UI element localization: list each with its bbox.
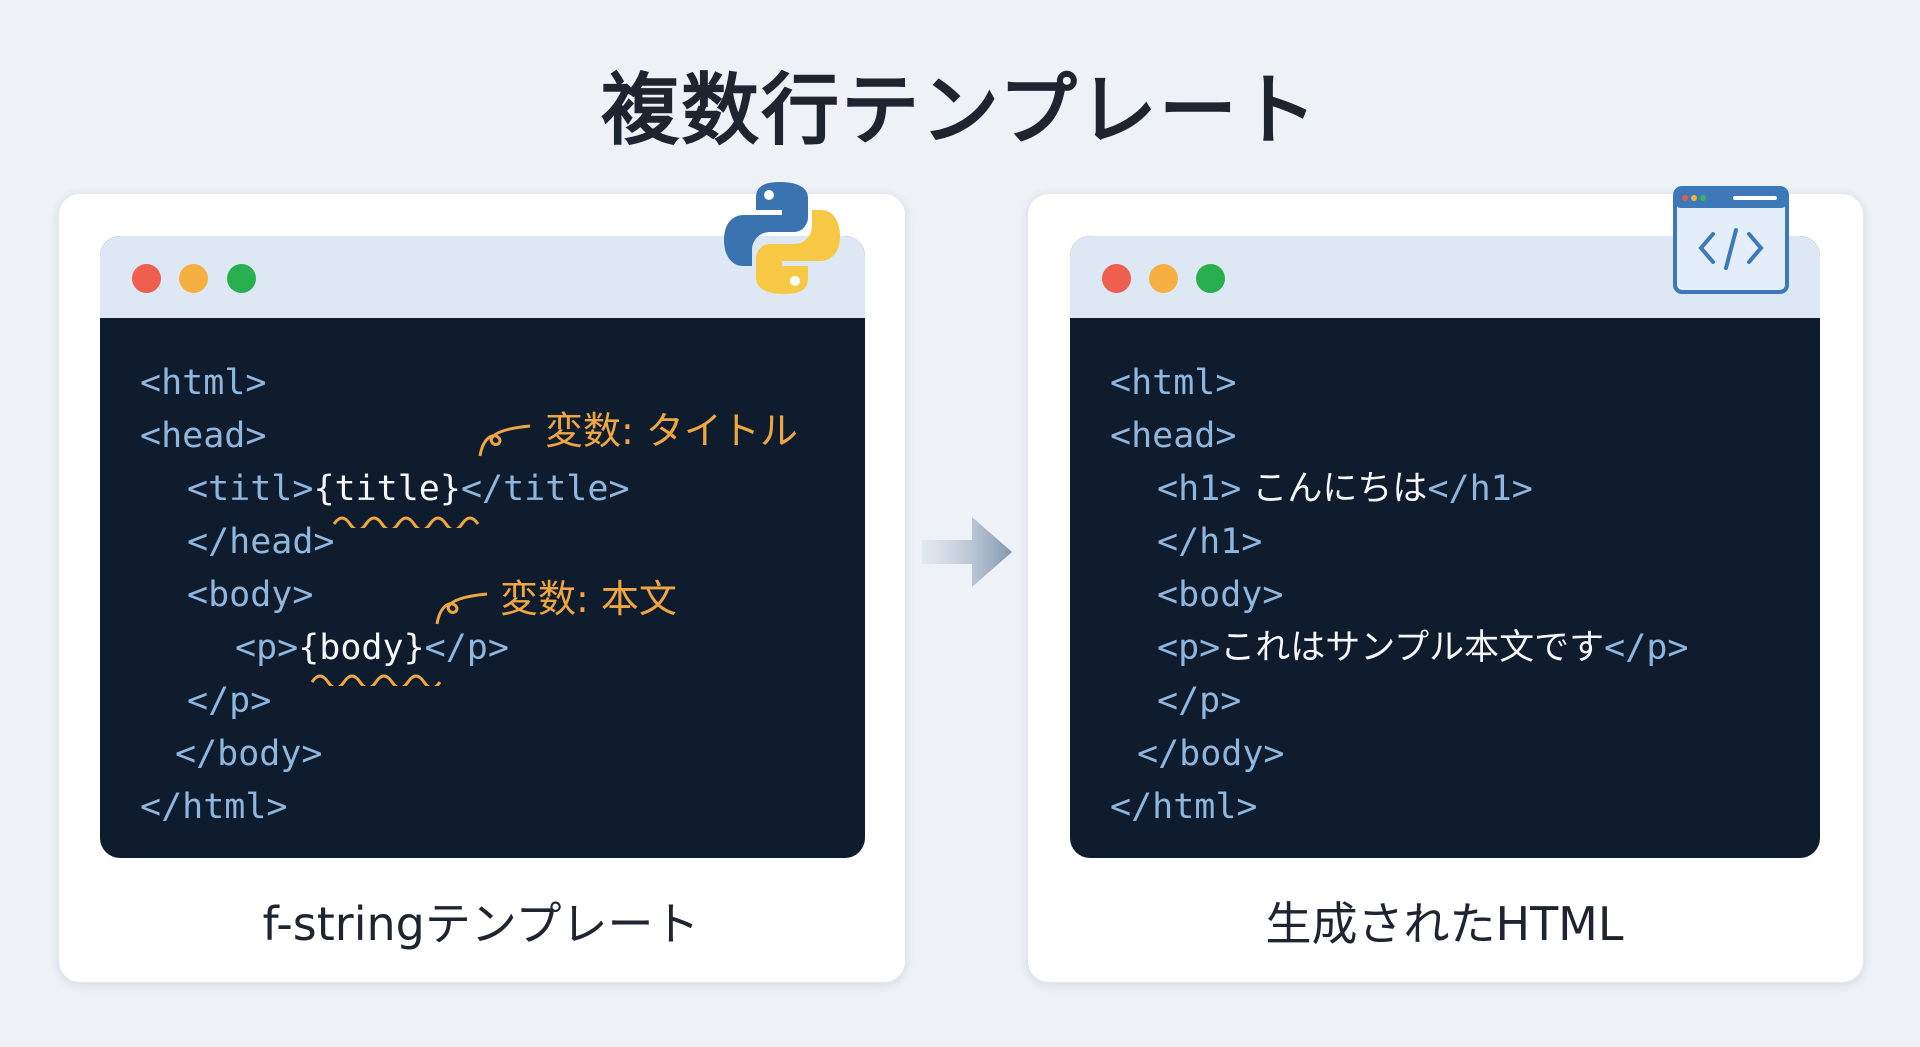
code-line: <head>: [1110, 414, 1236, 458]
code-tag1: <head>: [1110, 416, 1237, 456]
code-line: </body>: [175, 732, 323, 776]
code-tag1: </p>: [1157, 681, 1242, 721]
code-tag1: <body>: [187, 575, 314, 615]
code-line: </html>: [140, 785, 288, 829]
code-line: </head>: [187, 520, 335, 564]
code-text: こんにちは: [1241, 469, 1428, 509]
code-tag1: <html>: [1110, 363, 1237, 403]
code-tag2: </h1>: [1427, 469, 1533, 509]
code-tag1: <titl>: [187, 469, 314, 509]
annotation-body-variable: 変数: 本文: [500, 577, 677, 621]
code-tag2: </p>: [1604, 628, 1689, 668]
code-text: これはサンプル本文です: [1220, 628, 1605, 668]
curl-arrow-icon: [435, 592, 488, 625]
code-tag1: </html>: [140, 787, 288, 827]
close-dot-icon: [132, 264, 161, 293]
squiggle-underline-body: [310, 674, 442, 686]
code-tag2: </p>: [424, 628, 509, 668]
code-tag1: <head>: [140, 416, 267, 456]
code-tag1: </body>: [175, 734, 323, 774]
code-tag1: </html>: [1110, 787, 1258, 827]
code-line: <html>: [1110, 361, 1236, 405]
html-code-window-icon: [1673, 186, 1789, 294]
code-tag1: </h1>: [1157, 522, 1263, 562]
code-tag1: </p>: [187, 681, 272, 721]
code-line: <titl>{title}</title>: [187, 467, 630, 511]
maximize-dot-icon: [1196, 264, 1225, 293]
code-var: {title}: [313, 469, 461, 509]
code-line: <p>これはサンプル本文です</p>: [1157, 626, 1688, 670]
curl-arrow-icon: [478, 424, 531, 457]
code-tag1: <p>: [235, 628, 299, 668]
right-caption: 生成されたHTML: [1265, 897, 1624, 951]
page-title: 複数行テンプレート: [601, 66, 1319, 156]
code-line: </p>: [187, 679, 271, 723]
annotation-title-variable: 変数: タイトル: [545, 409, 798, 453]
minimize-dot-icon: [179, 264, 208, 293]
code-var: {body}: [298, 628, 425, 668]
code-line: <h1> こんにちは</h1>: [1157, 467, 1533, 511]
code-line: <html>: [140, 361, 266, 405]
code-tag1: <h1>: [1157, 469, 1242, 509]
code-line: </html>: [1110, 785, 1258, 829]
python-logo-icon: [724, 182, 840, 294]
code-tag1: <body>: [1157, 575, 1284, 615]
code-line: </h1>: [1157, 520, 1262, 564]
right-arrow-icon: [922, 517, 1012, 587]
code-tag2: </title>: [460, 469, 630, 509]
template-code-window: [100, 236, 865, 858]
code-tag1: </head>: [187, 522, 335, 562]
code-line: <body>: [1157, 573, 1283, 617]
code-line: </p>: [1157, 679, 1241, 723]
close-dot-icon: [1102, 264, 1131, 293]
code-line: <p>{body}</p>: [235, 626, 509, 670]
minimize-dot-icon: [1149, 264, 1178, 293]
code-tag1: <html>: [140, 363, 267, 403]
squiggle-underline-title: [332, 516, 480, 528]
code-line: <head>: [140, 414, 266, 458]
maximize-dot-icon: [227, 264, 256, 293]
code-tag1: </body>: [1137, 734, 1285, 774]
code-line: <body>: [187, 573, 313, 617]
left-caption: f-stringテンプレート: [262, 897, 700, 951]
code-tag1: <p>: [1157, 628, 1221, 668]
code-line: </body>: [1137, 732, 1285, 776]
